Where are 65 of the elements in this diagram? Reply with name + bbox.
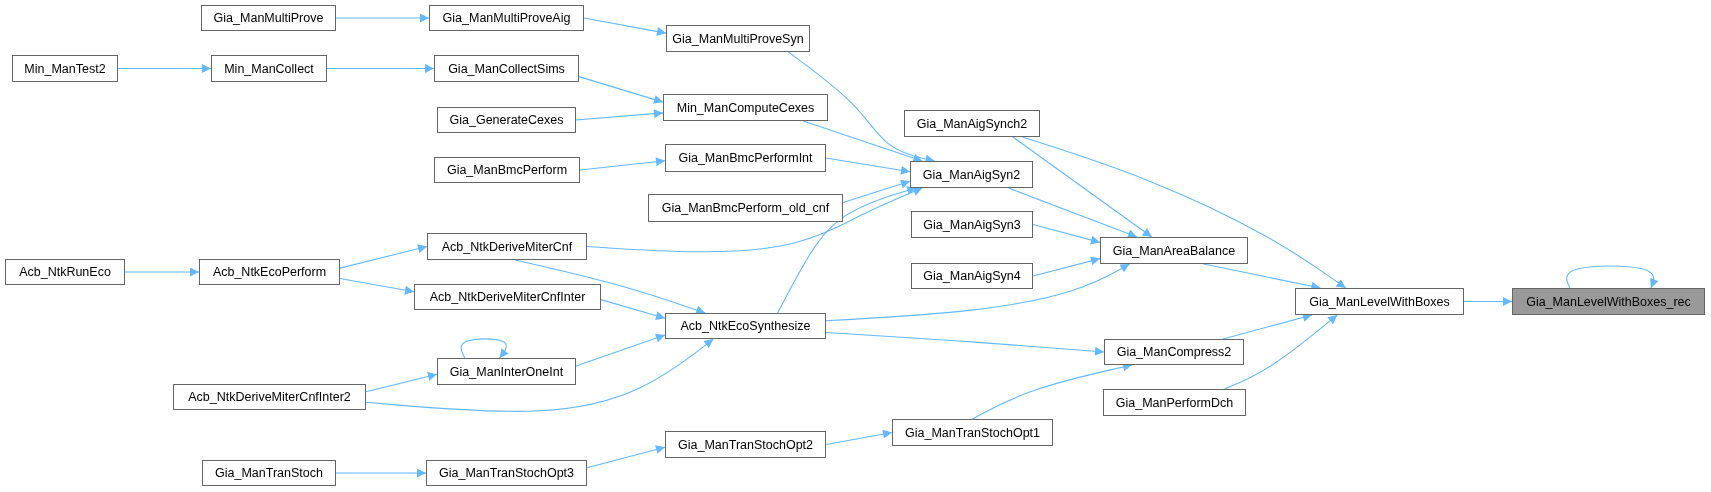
function-box: Min_ManCollect (211, 55, 327, 82)
function-box: Acb_NtkEcoPerform (199, 259, 340, 285)
function-box: Gia_ManCollectSims (434, 55, 579, 82)
call-arrow (583, 17, 667, 36)
function-box: Acb_NtkDeriveMiterCnfInter2 (173, 384, 366, 410)
call-arrow (1222, 313, 1313, 340)
function-box: Gia_ManTranStochOpt3 (426, 460, 587, 486)
function-box: Gia_ManAigSyn3 (911, 211, 1033, 238)
call-arrow (339, 244, 428, 269)
function-box: Gia_ManMultiProveSyn (666, 25, 810, 52)
call-arrow (1566, 265, 1659, 289)
call-arrow (825, 331, 1105, 356)
function-box: Gia_ManBmcPerformInt (665, 144, 826, 172)
function-box: Gia_ManCompress2 (1104, 339, 1244, 365)
call-arrow (1021, 136, 1347, 289)
function-box: Gia_ManBmcPerform (434, 157, 580, 183)
call-arrow (586, 187, 923, 253)
call-arrow (339, 277, 415, 295)
call-arrow (1463, 297, 1513, 306)
call-arrow (802, 120, 923, 163)
function-box: Acb_NtkDeriveMiterCnfInter (414, 284, 601, 310)
function-box: Gia_ManInterOneInt (437, 358, 576, 385)
call-arrow (575, 109, 664, 121)
call-arrow (514, 259, 706, 315)
function-box: Gia_ManAreaBalance (1100, 237, 1248, 264)
call-arrow (842, 179, 911, 203)
call-arrow (825, 429, 893, 446)
function-box: Min_ManTest2 (12, 55, 118, 82)
function-box: Gia_ManMultiProveAig (429, 5, 584, 31)
call-arrow (579, 157, 666, 171)
function-box: Gia_ManAigSynch2 (904, 110, 1040, 137)
call-arrow (586, 445, 666, 469)
function-box: Gia_ManAigSyn4 (911, 263, 1033, 289)
call-arrow (1012, 136, 1153, 238)
function-box: Gia_ManBmcPerform_old_cnf (648, 194, 843, 222)
function-box: Gia_ManTranStochOpt2 (665, 431, 826, 458)
call-arrow (825, 263, 1131, 322)
call-arrow (124, 267, 200, 277)
call-arrow (326, 64, 435, 73)
call-arrow (460, 338, 509, 359)
call-arrow (365, 372, 438, 393)
function-box: Min_ManComputeCexes (663, 94, 828, 121)
function-box: Acb_NtkEcoSynthesize (665, 313, 826, 339)
call-arrow (1032, 223, 1101, 245)
call-arrow (1224, 314, 1338, 390)
function-box: Gia_ManLevelWithBoxes_rec (1512, 288, 1705, 315)
function-box: Gia_ManLevelWithBoxes (1295, 288, 1464, 315)
function-box: Gia_ManMultiProve (201, 5, 336, 31)
call-arrow (335, 468, 427, 478)
call-arrow (578, 76, 664, 104)
function-box: Acb_NtkRunEco (5, 259, 125, 285)
function-box: Gia_ManPerformDch (1103, 389, 1246, 416)
function-box: Acb_NtkDeriveMiterCnf (427, 233, 587, 260)
function-box: Gia_GenerateCexes (437, 107, 576, 133)
call-arrow (825, 157, 911, 175)
call-arrow (777, 186, 917, 314)
call-arrow (575, 333, 666, 367)
call-arrow (600, 299, 666, 320)
call-arrow (335, 13, 430, 23)
call-arrow (365, 338, 714, 412)
call-arrow (1032, 256, 1101, 277)
call-arrow (117, 64, 212, 73)
function-box: Gia_ManAigSyn2 (910, 161, 1033, 188)
function-box: Gia_ManTranStochOpt1 (892, 419, 1053, 446)
function-box: Gia_ManTranStoch (202, 460, 336, 486)
